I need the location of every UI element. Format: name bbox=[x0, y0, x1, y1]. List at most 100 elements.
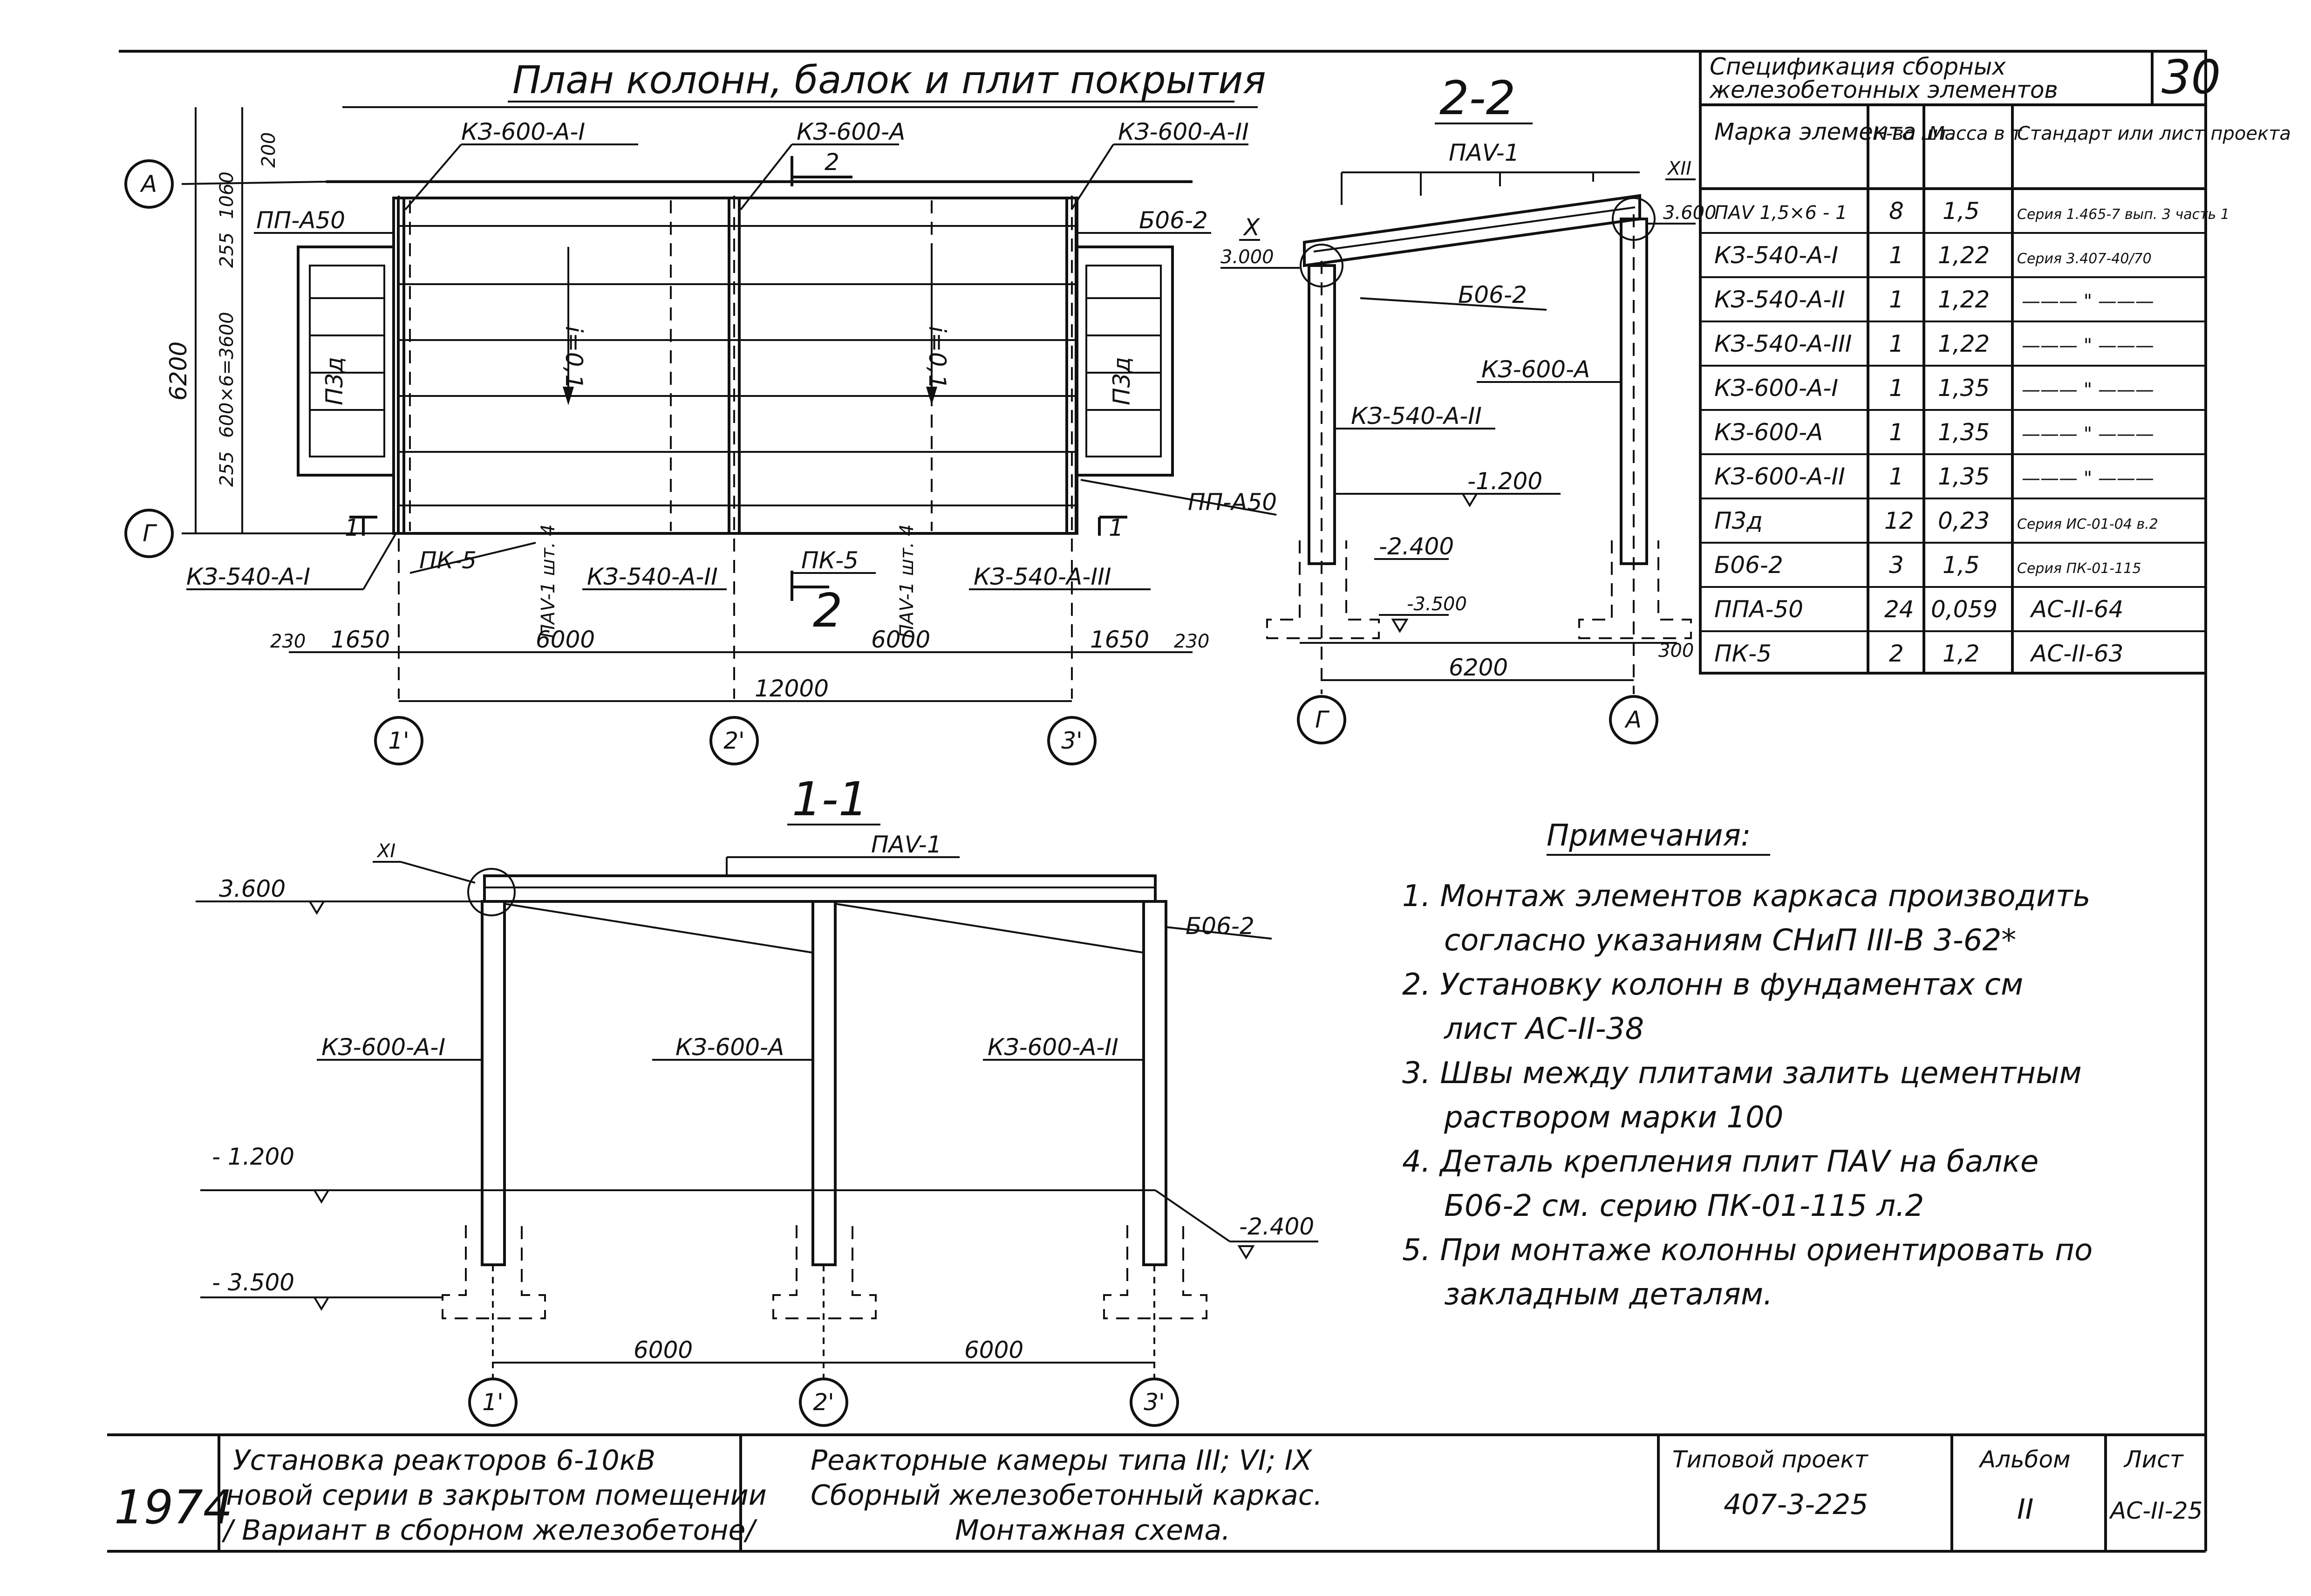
spec-cell-qty: 12 bbox=[1884, 507, 1914, 534]
spec-cell-mark: КЗ-600-А-II bbox=[1714, 463, 1845, 490]
plan-pp-top: ПП-А50 bbox=[256, 207, 345, 234]
note-line: Б06-2 см. серию ПК-01-115 л.2 bbox=[1444, 1189, 1924, 1223]
tb-project-1: Установка реакторов 6-10кВ bbox=[233, 1444, 655, 1477]
spec-cell-qty: 1 bbox=[1889, 419, 1904, 446]
plan-pk5-2: ПК-5 bbox=[801, 547, 859, 574]
s22-dim-6200: 6200 bbox=[1449, 654, 1508, 681]
dim-255-top: 255 bbox=[216, 232, 238, 268]
spec-row: КЗ-600-А-II 1 1,35 ——— " ——— bbox=[1714, 463, 2154, 490]
spec-title-1: Спецификация сборных bbox=[1710, 53, 2006, 80]
axis-a-label: А bbox=[140, 171, 157, 198]
plan-slab-note-2: ПАV-1 шт. 4 bbox=[896, 524, 918, 638]
note-line: согласно указаниям СНиП III-В 3-62* bbox=[1444, 923, 2016, 958]
note-line: 5. При монтаже колонны ориентировать по bbox=[1402, 1233, 2093, 1268]
spec-title-2: железобетонных элементов bbox=[1709, 76, 2058, 103]
spec-row: КЗ-540-А-I 1 1,22 Серия 3.407-40/70 bbox=[1714, 242, 2152, 269]
axis-bubble-1 bbox=[374, 716, 423, 765]
note-line: раствором марки 100 bbox=[1444, 1100, 1783, 1135]
dim-230-left: 230 bbox=[270, 631, 306, 652]
dim-6000-right: 6000 bbox=[871, 626, 930, 653]
tb-project-3: / Вариант в сборном железобетоне/ bbox=[221, 1514, 757, 1547]
spec-cell-qty: 1 bbox=[1889, 375, 1904, 402]
dim-12000: 12000 bbox=[755, 675, 829, 702]
spec-cell-std: Серия ИС-01-04 в.2 bbox=[2017, 516, 2158, 532]
s22-slab: ПАV-1 bbox=[1449, 139, 1520, 166]
s11-roof bbox=[483, 874, 1157, 903]
spec-cell-qty: 2 bbox=[1889, 640, 1904, 667]
plan-section-1-right: 1 bbox=[1109, 514, 1124, 541]
spec-cell-std: АС-II-64 bbox=[2030, 596, 2123, 623]
spec-cell-mark: КЗ-540-А-I bbox=[1714, 242, 1838, 269]
s22-lv-m1200: -1.200 bbox=[1467, 468, 1542, 495]
notes-title: Примечания: bbox=[1547, 818, 1751, 853]
slope-label-1: i=0,1 bbox=[560, 326, 587, 389]
spec-row: КЗ-540-А-II 1 1,22 ——— " ——— bbox=[1714, 286, 2154, 313]
tb-desc-1: Реакторные камеры типа III; VI; IX bbox=[811, 1444, 1313, 1477]
plan-col-top-3: КЗ-600-А-II bbox=[1118, 118, 1249, 145]
spec-cell-mass: 1,2 bbox=[1943, 640, 1980, 667]
tb-year: 1974 bbox=[114, 1480, 233, 1535]
notes: Примечания: 1. Монтаж элементов каркаса … bbox=[1402, 818, 2093, 1312]
plan-slab-note-1: ПАV-1 шт. 4 bbox=[538, 524, 559, 638]
plan-col-bot-2: КЗ-540-А-II bbox=[587, 563, 718, 590]
s22-axis-a-bubble bbox=[1609, 695, 1658, 744]
spec-h-mass: Масса в т bbox=[1929, 123, 2023, 144]
tb-sheet-label: Лист bbox=[2123, 1446, 2184, 1473]
tb-album-label: Альбом bbox=[1978, 1446, 2071, 1473]
spec-cell-std: Серия ПК-01-115 bbox=[2017, 560, 2141, 577]
spec-cell-mass: 0,059 bbox=[1931, 596, 1997, 623]
s11-col1: КЗ-600-А-I bbox=[321, 1034, 445, 1061]
roof-slab-outline bbox=[397, 197, 1077, 535]
plan-col-bot-3: КЗ-540-А-III bbox=[974, 563, 1111, 590]
s22-dim-300: 300 bbox=[1658, 640, 1694, 662]
spec-h-std: Стандарт или лист проекта bbox=[2017, 123, 2291, 144]
spec-cell-qty: 24 bbox=[1884, 596, 1914, 623]
spec-cell-mark: ПК-5 bbox=[1714, 640, 1772, 667]
spec-h-mark: Марка элемента bbox=[1714, 118, 1916, 145]
spec-row: ПАV 1,5×6 - 1 8 1,5 Серия 1.465-7 вып. 3… bbox=[1714, 198, 2229, 225]
s22-detail-x: X bbox=[1242, 214, 1261, 241]
spec-cell-std: ——— " ——— bbox=[2022, 468, 2154, 489]
spec-cell-mass: 1,35 bbox=[1938, 375, 1990, 402]
axis-bubble-2 bbox=[709, 716, 759, 765]
dim-1060: 1060 bbox=[216, 171, 238, 219]
dim-1650-right: 1650 bbox=[1090, 626, 1149, 653]
note-line: 4. Деталь крепления плит ПАV на балке bbox=[1402, 1145, 2038, 1179]
spec-cell-qty: 1 bbox=[1889, 242, 1904, 269]
section-1-1: 1-1 ПАV-1 XI 3.600 Б06-2 КЗ-600-А-I bbox=[196, 772, 1318, 1427]
spec-cell-mass: 1,5 bbox=[1943, 552, 1980, 579]
spec-cell-mass: 1,35 bbox=[1938, 463, 1990, 490]
s11-lv-m2400: -2.400 bbox=[1239, 1213, 1314, 1240]
s11-axis1: 1' bbox=[482, 1389, 504, 1416]
spec-row: ПК-5 2 1,2 АС-II-63 bbox=[1714, 640, 2123, 667]
spec-cell-qty: 1 bbox=[1889, 330, 1904, 357]
note-line: 3. Швы между плитами залить цементным bbox=[1402, 1056, 2082, 1091]
s11-detail-xi: XI bbox=[376, 840, 395, 862]
tb-sheet-value: АС-II-25 bbox=[2109, 1497, 2202, 1524]
s22-lv-m3500: -3.500 bbox=[1407, 593, 1467, 615]
plan-section-2-top: 2 bbox=[825, 149, 839, 176]
spec-cell-mark: П3д bbox=[1714, 507, 1763, 534]
s22-beam: Б06-2 bbox=[1458, 281, 1527, 308]
axis-g-label: Г bbox=[143, 520, 157, 547]
spec-cell-mark: КЗ-600-А bbox=[1714, 419, 1823, 446]
tb-typical-label: Типовой проект bbox=[1672, 1446, 1869, 1473]
spec-cell-std: АС-II-63 bbox=[2030, 640, 2123, 667]
dim-230-right: 230 bbox=[1174, 631, 1209, 652]
spec-row: КЗ-600-А-I 1 1,35 ——— " ——— bbox=[1714, 375, 2154, 402]
spec-cell-mark: КЗ-600-А-I bbox=[1714, 375, 1838, 402]
note-line: закладным деталям. bbox=[1444, 1277, 1772, 1312]
s11-dim-b: 6000 bbox=[964, 1337, 1023, 1364]
section-2-2: 2-2 ПАV-1 Б06-2 КЗ-600-А КЗ-540-А-II X 3… bbox=[1220, 71, 1717, 744]
spec-h-qty: К-во шт. bbox=[1873, 123, 1955, 144]
tb-desc-2: Сборный железобетонный каркас. bbox=[811, 1479, 1323, 1512]
plan-beam-label: Б06-2 bbox=[1139, 207, 1208, 234]
spec-cell-mass: 1,35 bbox=[1938, 419, 1990, 446]
slope-label-2: i=0,1 bbox=[924, 326, 951, 389]
s11-lv-m1200: - 1.200 bbox=[212, 1143, 294, 1170]
s22-lv-3600: 3.600 bbox=[1663, 202, 1717, 224]
spec-row: КЗ-600-А 1 1,35 ——— " ——— bbox=[1714, 419, 2154, 446]
dim-200: 200 bbox=[258, 132, 280, 168]
spec-cell-mark: КЗ-540-А-III bbox=[1714, 330, 1852, 357]
spec-cell-mark: ПАV 1,5×6 - 1 bbox=[1714, 202, 1847, 224]
